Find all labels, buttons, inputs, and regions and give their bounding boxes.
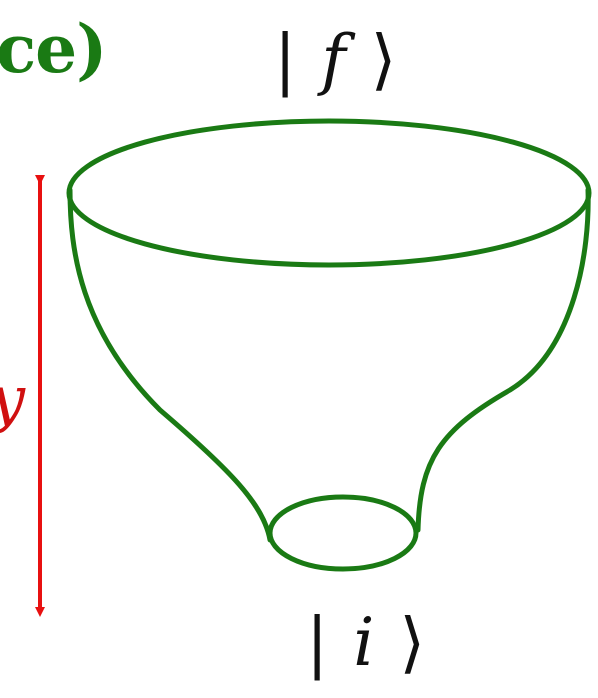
final-state-var: f: [316, 21, 356, 98]
funnel-bottom-rim: [270, 497, 416, 569]
funnel-top-rim: [69, 121, 589, 265]
final-state-label: | f ⟩: [274, 21, 396, 98]
initial-state-label: | i ⟩: [306, 604, 425, 681]
final-state-bar: |: [274, 21, 296, 98]
final-state-bracket: ⟩: [371, 21, 397, 98]
initial-state-bracket: ⟩: [399, 604, 425, 681]
initial-state-bar: |: [306, 604, 328, 681]
initial-state-var: i: [353, 604, 374, 681]
